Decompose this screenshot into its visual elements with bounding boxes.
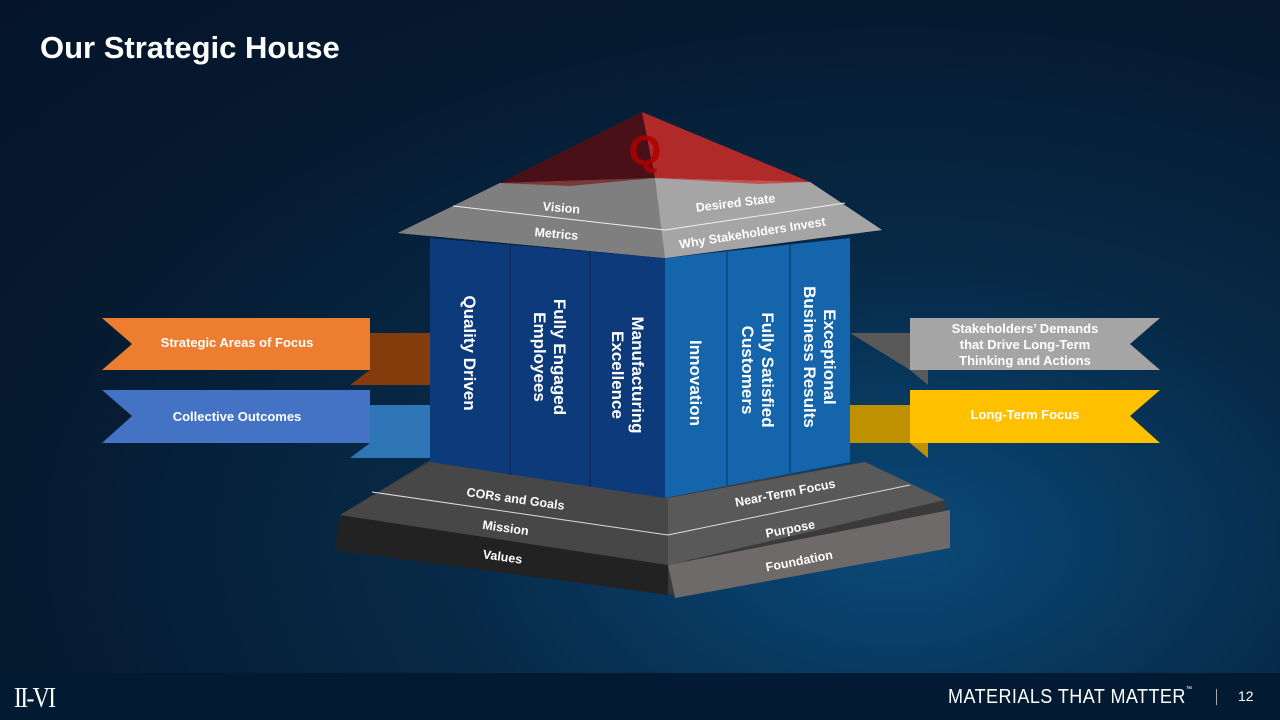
roof-label-metrics: Metrics: [534, 225, 579, 243]
roof-apex-q: Q: [629, 127, 662, 174]
banner-long-term-focus: Long-Term Focus: [850, 390, 1160, 458]
pillar-label: ExceptionalBusiness Results: [800, 286, 839, 428]
tagline-text: MATERIALS THAT MATTER: [948, 686, 1186, 708]
base-label-values: Values: [482, 547, 523, 566]
slide-title: Our Strategic House: [40, 30, 340, 65]
banner-label-line2: that Drive Long-Term: [960, 337, 1091, 352]
house-roof: Q Vision Metrics Desired State Why Stake…: [398, 112, 882, 258]
pillar-label: ManufacturingExcellence: [608, 316, 647, 433]
trademark-mark: ™: [1185, 686, 1193, 693]
banner-label-line3: Thinking and Actions: [959, 353, 1091, 368]
banner-label: Strategic Areas of Focus: [161, 335, 314, 350]
house-pillars: [430, 238, 850, 498]
tagline: MATERIALS THAT MATTER™: [948, 686, 1193, 709]
base-label-mission: Mission: [482, 518, 530, 538]
banner-stakeholder-demands: Stakeholders’ Demands that Drive Long-Te…: [850, 318, 1160, 385]
banner-label-line1: Stakeholders’ Demands: [952, 321, 1099, 336]
pillar-label: Quality Driven: [460, 295, 479, 410]
footer-bar: [0, 673, 1280, 720]
pillar-label: Fully SatisfiedCustomers: [738, 312, 777, 427]
company-logo: II-VI: [14, 683, 56, 714]
footer-divider: [1216, 689, 1217, 705]
banner-label: Collective Outcomes: [173, 409, 302, 424]
page-number: 12: [1238, 688, 1254, 704]
banner-label: Long-Term Focus: [971, 407, 1080, 422]
banner-strategic-areas: Strategic Areas of Focus: [102, 318, 430, 385]
roof-label-vision: Vision: [542, 199, 580, 216]
pillar-label: Innovation: [686, 340, 705, 426]
house-base: CORs and Goals Mission Values Near-Term …: [335, 460, 950, 598]
banner-collective-outcomes: Collective Outcomes: [102, 390, 430, 458]
pillar-label: Fully EngagedEmployees: [530, 299, 569, 415]
